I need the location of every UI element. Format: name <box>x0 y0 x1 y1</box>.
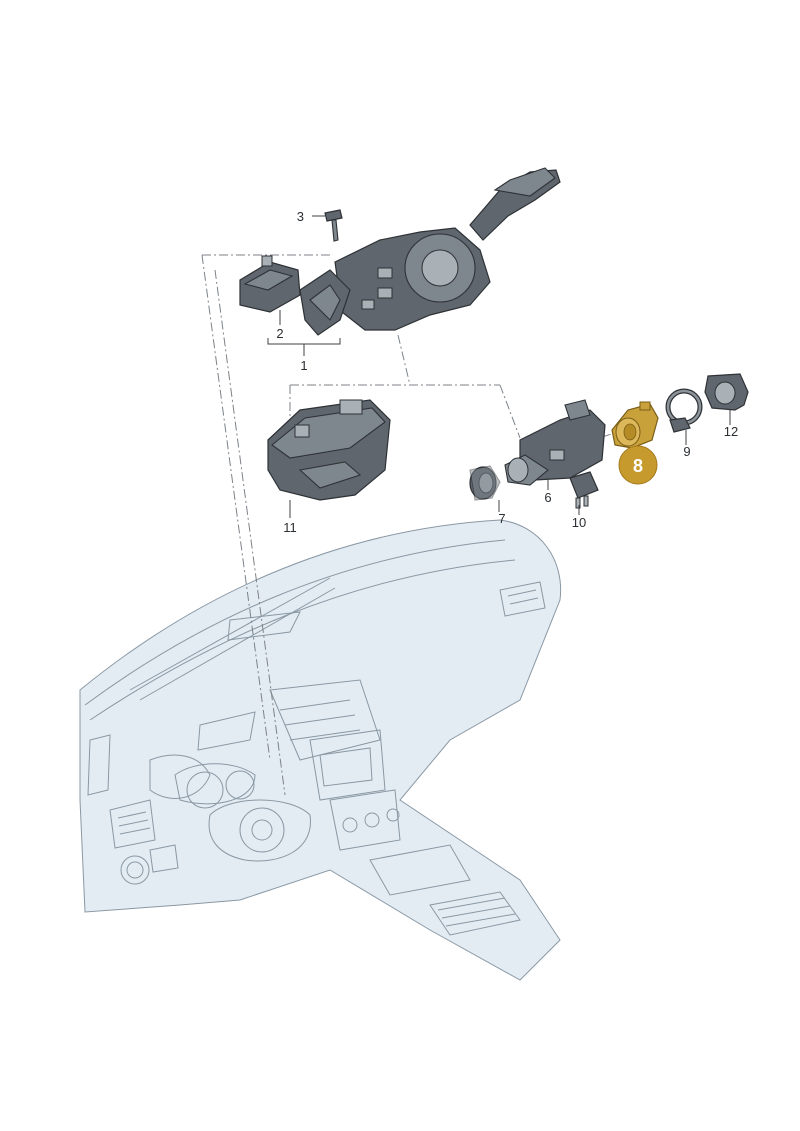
reader-coil-part[interactable] <box>665 388 703 433</box>
callout-9: 9 <box>683 444 690 459</box>
trim-ring-part[interactable] <box>469 465 501 501</box>
lock-housing-part[interactable] <box>504 399 606 486</box>
steering-module-part[interactable] <box>239 255 301 313</box>
callout-6: 6 <box>544 490 551 505</box>
callout-8: 8 <box>633 456 643 476</box>
callout-2: 2 <box>276 326 283 341</box>
callout-7: 7 <box>498 511 505 526</box>
cover-ring-part[interactable] <box>704 373 749 411</box>
assembly-guides <box>201 254 641 796</box>
callout-10: 10 <box>572 515 586 530</box>
callout-3: 3 <box>297 209 304 224</box>
lock-cylinder-part-highlighted[interactable] <box>611 401 659 449</box>
contact-switch-part[interactable] <box>569 471 599 509</box>
combination-switch-part[interactable] <box>299 167 561 336</box>
callout-8-badge[interactable]: 8 <box>618 445 658 485</box>
callout-1: 1 <box>300 358 307 373</box>
control-unit-part[interactable] <box>267 399 391 501</box>
callout-12: 12 <box>724 424 738 439</box>
screw-part[interactable] <box>324 209 343 242</box>
dashboard-illustration <box>79 519 562 981</box>
callout-11: 11 <box>283 520 297 535</box>
